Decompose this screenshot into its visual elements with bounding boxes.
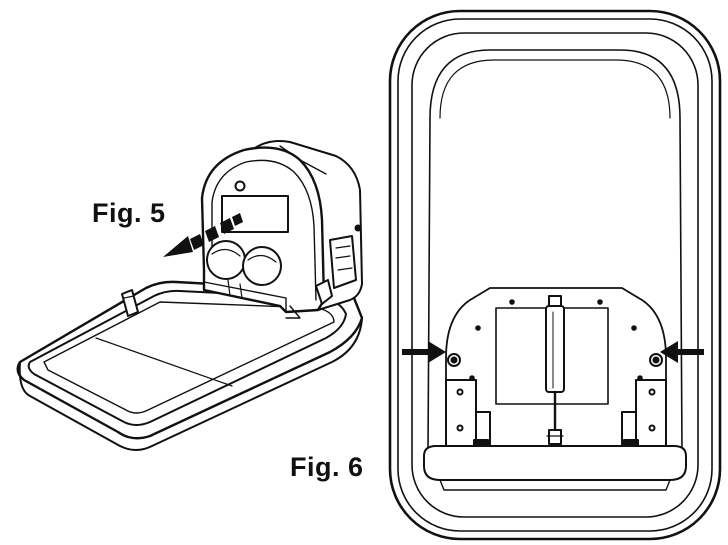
fig6-inner-panel [427, 49, 683, 453]
fig6-right-bracket [621, 379, 667, 449]
dashed-arrow-left-icon [163, 213, 243, 257]
fig6-gas-spring [545, 295, 565, 445]
arrow-right-icon [402, 341, 446, 363]
fig5-illustration [16, 140, 364, 451]
fig5-label: Fig. 5 [92, 198, 166, 228]
fig6-label: Fig. 6 [290, 452, 364, 482]
fig5-bed-tray [16, 280, 364, 451]
fig6-illustration [388, 9, 722, 541]
fig5-liner-dispenser [200, 146, 333, 319]
fig6-bottom-handle [423, 445, 687, 481]
fig6-left-bracket [445, 379, 491, 449]
arrow-left-icon [660, 341, 704, 363]
